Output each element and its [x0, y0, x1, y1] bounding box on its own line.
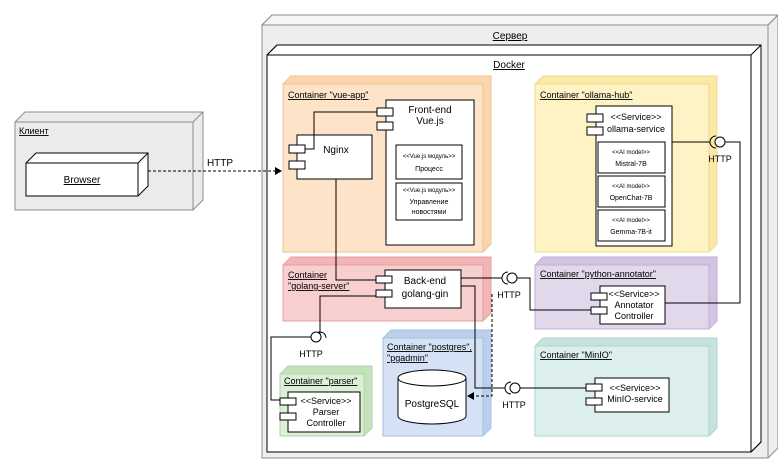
- server-title: Сервер: [493, 31, 528, 42]
- python-annotator-title: Container "python-annotator": [540, 269, 656, 279]
- connectors: [148, 111, 741, 401]
- postgresql-label: PostgreSQL: [405, 399, 460, 410]
- module2-line1: Управление: [410, 199, 449, 206]
- minio-title: Container "MinIO": [540, 350, 612, 360]
- parser-line2: Controller: [306, 418, 345, 428]
- ollama-interface-ball: [714, 136, 726, 148]
- minio-interface-ball: [509, 382, 521, 394]
- ollama-service-component: <<Service>> ollama-service <<AI model>> …: [586, 105, 673, 247]
- frontend-component: Front-end Vue.js <<Vue.js модуль>> Проце…: [376, 99, 475, 246]
- nginx-label: Nginx: [323, 145, 349, 156]
- nginx-component: Nginx: [288, 134, 373, 180]
- parser-interface-ball: [310, 331, 322, 343]
- annotator-component: <<Service>> Annotator Controller: [590, 285, 666, 325]
- annotator-ollama-link: [665, 141, 741, 304]
- ai-model-gemma: <<AI model>> Gemma-7B-it: [597, 209, 666, 242]
- parser-component: <<Service>> Parser Controller: [279, 391, 361, 433]
- parser-line1: Parser: [313, 407, 340, 417]
- ai-model-openchat: <<AI model>> OpenChat-7B: [597, 175, 666, 208]
- parser-http-label: HTTP: [299, 349, 323, 359]
- ollama-service-stereo: <<Service>>: [610, 112, 661, 122]
- browser-node: Browser: [25, 152, 149, 197]
- frontend-line2: Vue.js: [416, 116, 443, 127]
- minio-socket: [504, 381, 512, 395]
- annotator-interface-ball: [506, 272, 518, 284]
- module2-line2: новостями: [412, 209, 447, 216]
- ollama-socket: [709, 135, 717, 149]
- postgres-title-line1: Container "postgres",: [387, 342, 472, 352]
- postgresql-database: PostgreSQL: [397, 369, 467, 425]
- backend-postgres-arrowhead: [467, 392, 474, 400]
- client-http-label: HTTP: [207, 158, 233, 169]
- vue-module-news: <<Vue.js модуль>> Управление новостями: [395, 182, 463, 221]
- minio-component: <<Service>> MinIO-service: [585, 377, 670, 413]
- docker-title: Docker: [493, 60, 525, 71]
- backend-postgres-link: [470, 294, 493, 397]
- nginx-frontend-link: [305, 111, 377, 150]
- ollama-hub-title: Container "ollama-hub": [540, 90, 632, 100]
- module1-stereo: <<Vue.js модуль>>: [403, 154, 456, 160]
- frontend-line1: Front-end: [408, 105, 451, 116]
- vue-app-title: Container "vue-app": [288, 90, 368, 100]
- annotator-socket: [501, 271, 509, 285]
- ollama-service-name: ollama-service: [607, 124, 665, 134]
- client-node: Клиент Browser: [14, 111, 204, 211]
- model-gemma-stereo: <<AI model>>: [612, 218, 650, 224]
- annotator-line1: Annotator: [614, 300, 653, 310]
- model-mistral-name: Mistral-7B: [615, 161, 647, 168]
- minio-http-label: HTTP: [502, 400, 526, 410]
- backend-line2: golang-gin: [402, 289, 449, 300]
- model-mistral-stereo: <<AI model>>: [612, 150, 650, 156]
- annotator-http-label: HTTP: [497, 290, 521, 300]
- model-openchat-name: OpenChat-7B: [610, 195, 653, 202]
- browser-label: Browser: [64, 175, 101, 186]
- golang-title-line2: "golang-server": [288, 281, 349, 291]
- backend-parser-link: [319, 295, 376, 334]
- golang-title-line1: Container: [288, 270, 327, 280]
- client-title: Клиент: [19, 126, 49, 136]
- vue-module-process: <<Vue.js модуль>> Процесс: [395, 144, 463, 180]
- module2-stereo: <<Vue.js модуль>>: [403, 188, 456, 194]
- annotator-line2: Controller: [614, 311, 653, 321]
- annotator-link-right: [517, 277, 591, 311]
- postgres-title-line2: "pgadmin": [387, 353, 428, 363]
- browser-nginx-arrowhead: [275, 167, 282, 175]
- parser-title: Container "parser": [284, 376, 357, 386]
- minio-stereo: <<Service>>: [609, 383, 660, 393]
- ollama-http-label: HTTP: [708, 154, 732, 164]
- backend-line1: Back-end: [404, 276, 446, 287]
- nginx-backend-link: [335, 179, 376, 281]
- backend-minio-link: [461, 285, 505, 389]
- ai-model-mistral: <<AI model>> Mistral-7B: [597, 141, 666, 174]
- model-openchat-stereo: <<AI model>>: [612, 184, 650, 190]
- module1-name: Процесс: [415, 166, 443, 173]
- backend-component: Back-end golang-gin: [375, 269, 462, 309]
- parser-link-left: [270, 336, 311, 401]
- parser-stereo: <<Service>>: [300, 396, 351, 406]
- minio-name: MinIO-service: [607, 394, 663, 404]
- annotator-stereo: <<Service>>: [608, 289, 659, 299]
- model-gemma-name: Gemma-7B-it: [610, 229, 652, 236]
